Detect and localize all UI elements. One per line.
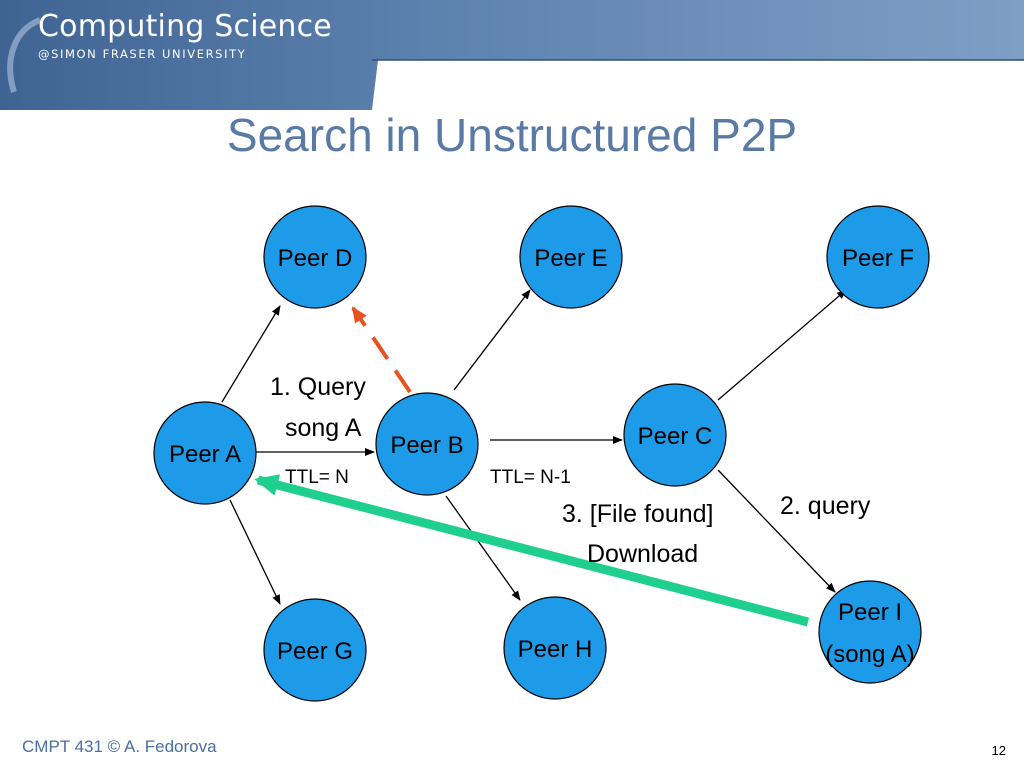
node-peer-g: Peer G bbox=[263, 598, 367, 702]
label-query-line2: song A bbox=[285, 414, 362, 442]
node-peer-b: Peer B bbox=[375, 392, 479, 496]
arrow-c-to-f bbox=[717, 289, 847, 401]
node-peer-d: Peer D bbox=[263, 205, 367, 309]
svg-text:Peer G: Peer G bbox=[277, 638, 353, 665]
dashed-arrow-b-to-d bbox=[351, 306, 412, 394]
brand-title: Computing Science bbox=[38, 9, 332, 44]
svg-text:Peer I: Peer I bbox=[838, 599, 902, 626]
svg-text:Peer H: Peer H bbox=[518, 636, 593, 663]
label-download: Download bbox=[587, 540, 698, 568]
slide-title: Search in Unstructured P2P bbox=[226, 109, 798, 161]
logo-arc-icon bbox=[7, 17, 42, 93]
svg-text:(song A): (song A) bbox=[825, 641, 914, 668]
svg-text:Peer A: Peer A bbox=[169, 441, 241, 468]
node-peer-f: Peer F bbox=[826, 205, 930, 309]
download-arrow-i-to-a bbox=[254, 474, 810, 627]
arrow-a-to-g bbox=[229, 499, 281, 605]
arrow-c-to-i bbox=[717, 469, 836, 593]
node-peer-h: Peer H bbox=[503, 596, 607, 700]
arrow-b-to-h bbox=[445, 495, 521, 601]
svg-text:Peer E: Peer E bbox=[534, 245, 607, 272]
node-peer-e: Peer E bbox=[519, 205, 623, 309]
svg-text:Peer D: Peer D bbox=[278, 245, 353, 272]
label-file-found: 3. [File found] bbox=[562, 500, 713, 528]
label-query-2: 2. query bbox=[780, 492, 871, 520]
arrow-b-to-e bbox=[453, 289, 531, 391]
node-peer-i: Peer I (song A) bbox=[818, 580, 922, 684]
arrow-a-to-d bbox=[221, 305, 281, 403]
footer-course: CMPT 431 © A. Fedorova bbox=[22, 737, 217, 756]
label-ttl-n-minus-1: TTL= N-1 bbox=[490, 467, 571, 488]
svg-text:Peer C: Peer C bbox=[638, 423, 713, 450]
svg-text:Peer B: Peer B bbox=[390, 432, 463, 459]
label-query-line1: 1. Query bbox=[270, 373, 366, 401]
node-peer-a: Peer A bbox=[153, 401, 257, 505]
svg-text:Peer F: Peer F bbox=[842, 245, 914, 272]
footer-page-number: 12 bbox=[991, 743, 1006, 758]
header-background bbox=[0, 0, 1024, 110]
brand-subtitle: @SIMON FRASER UNIVERSITY bbox=[38, 47, 247, 61]
label-ttl-n: TTL= N bbox=[285, 467, 349, 488]
header-banner: Computing Science @SIMON FRASER UNIVERSI… bbox=[0, 0, 1024, 110]
node-peer-c: Peer C bbox=[623, 383, 727, 487]
